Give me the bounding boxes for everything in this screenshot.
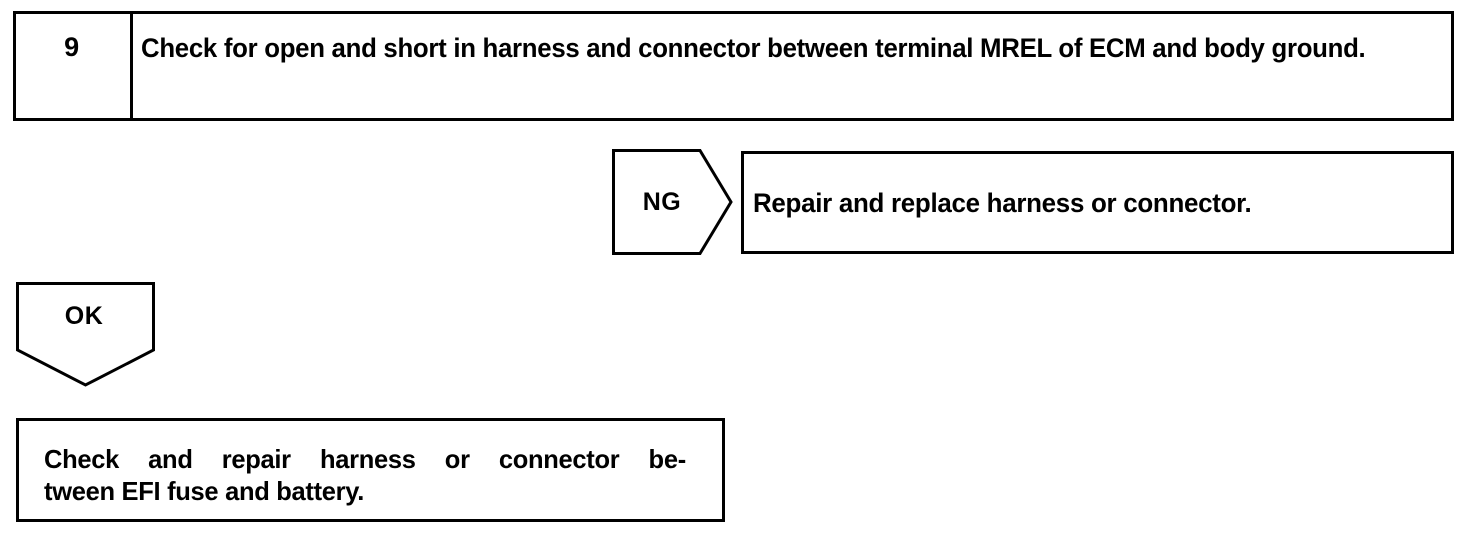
ng-result-text: Repair and replace harness or connector. xyxy=(753,188,1252,218)
step-number: 9 xyxy=(64,32,79,62)
ng-branch-label: NG xyxy=(642,188,682,216)
step-instruction-text: Check for open and short in harness and … xyxy=(141,33,1366,63)
ok-branch-label: OK xyxy=(64,302,104,330)
ng-result-box xyxy=(741,151,1454,254)
ok-result-text: Check and repair harness or connector be… xyxy=(44,443,686,507)
ng-arrow-icon xyxy=(612,149,733,255)
ok-result-box xyxy=(16,418,725,522)
ok-arrow-icon xyxy=(16,282,155,387)
ok-result-line-2: tween EFI fuse and battery. xyxy=(44,476,365,506)
ok-result-line-1: Check and repair harness or connector be… xyxy=(44,444,686,474)
step-number-divider xyxy=(130,11,133,121)
step-row-box xyxy=(13,11,1454,121)
